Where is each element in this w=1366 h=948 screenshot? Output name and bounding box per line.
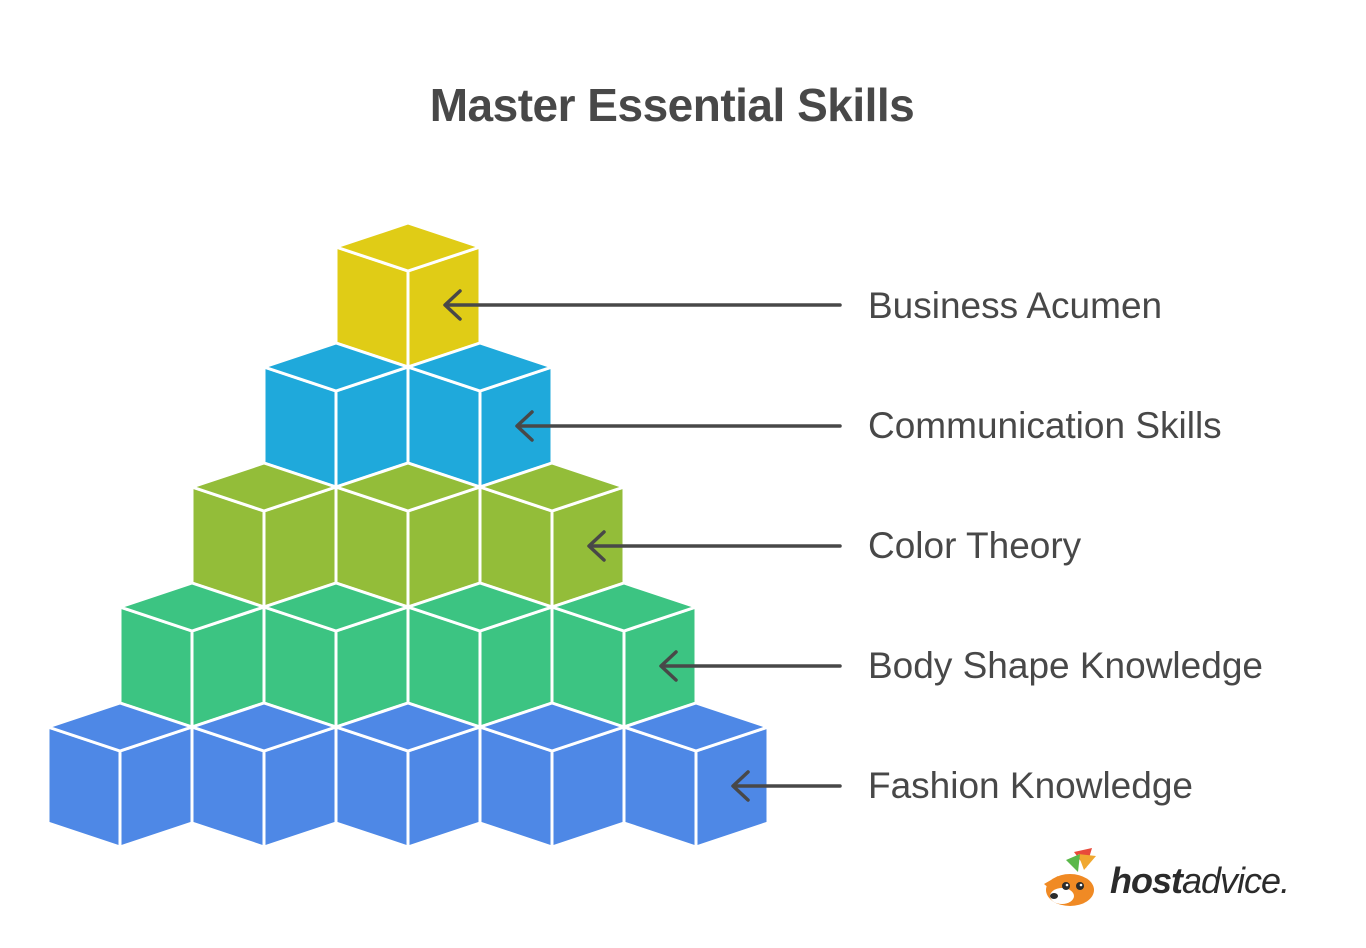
- fox-mascot-icon: [1044, 848, 1096, 906]
- layer-label-color-theory: Color Theory: [868, 525, 1082, 566]
- cube-top-face: [334, 221, 482, 273]
- hostadvice-logo: hostadvice.: [1036, 846, 1326, 916]
- cube-top-face: [478, 701, 626, 753]
- layer-label-communication-skills: Communication Skills: [868, 405, 1222, 446]
- cube-top-face: [46, 701, 194, 753]
- layer-label-body-shape-knowledge: Body Shape Knowledge: [868, 645, 1263, 686]
- cube-top-face: [334, 701, 482, 753]
- arrow-icon: [731, 770, 842, 802]
- cube-top-face: [190, 701, 338, 753]
- arrow-icon: [659, 650, 842, 682]
- cube-top-face: [262, 581, 410, 633]
- layer-label-fashion-knowledge: Fashion Knowledge: [868, 765, 1193, 806]
- cube-top-face: [118, 581, 266, 633]
- cube-top-face: [334, 461, 482, 513]
- arrow-icon: [515, 410, 842, 442]
- logo-text-host: host: [1110, 860, 1183, 901]
- arrow-icon: [587, 530, 842, 562]
- cube-row-4: [118, 581, 698, 729]
- arrow-icon: [443, 289, 842, 321]
- cube-top-face: [622, 701, 770, 753]
- cube-top-face: [550, 581, 698, 633]
- cube-top-face: [262, 341, 410, 393]
- cube-top-face: [190, 461, 338, 513]
- cube-row-1: [334, 221, 482, 369]
- page-title: Master Essential Skills: [429, 79, 915, 131]
- cube-top-face: [406, 341, 554, 393]
- cube-row-3: [190, 461, 626, 609]
- cube-top-face: [478, 461, 626, 513]
- logo-text-advice: advice.: [1182, 860, 1290, 901]
- cube-top-face: [406, 581, 554, 633]
- layer-label-business-acumen: Business Acumen: [868, 285, 1163, 326]
- cube-row-5: [46, 701, 770, 849]
